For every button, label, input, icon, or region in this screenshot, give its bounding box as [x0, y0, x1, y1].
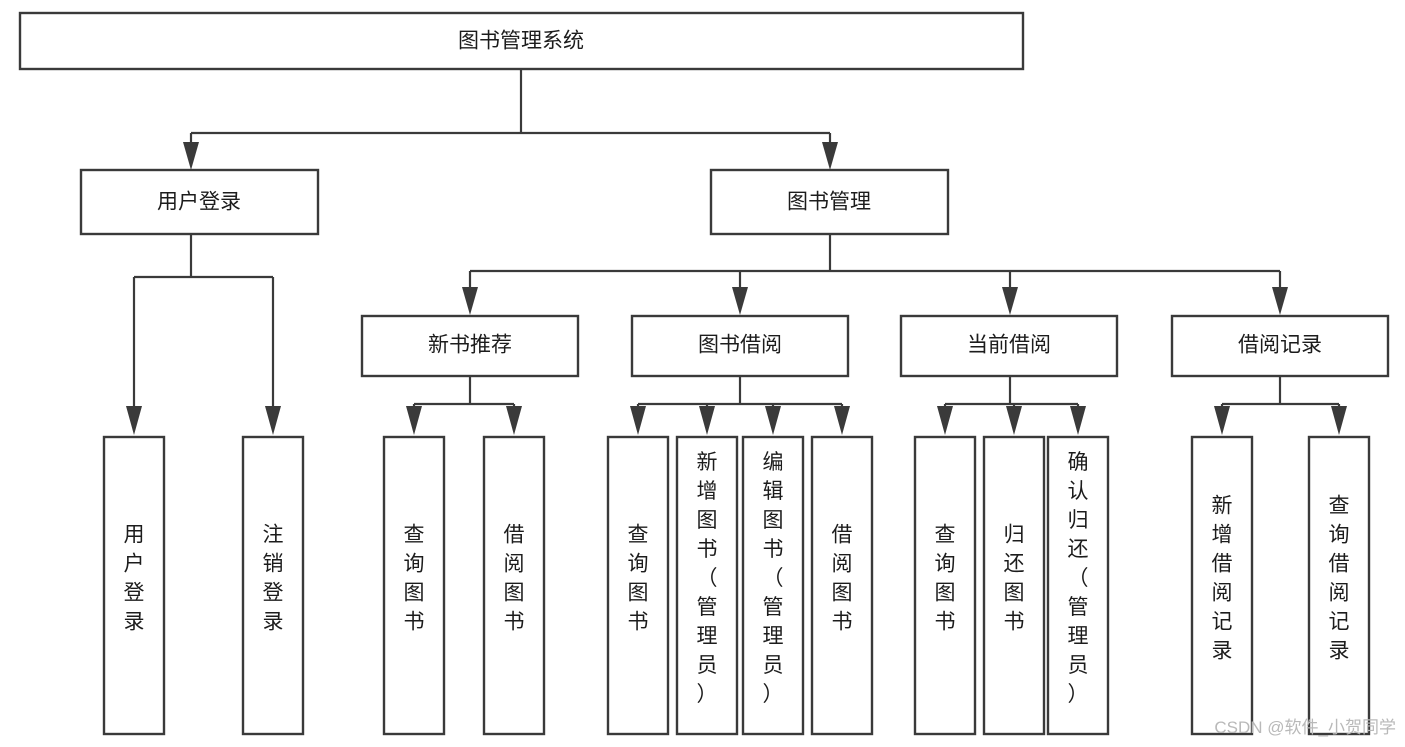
arrow-head-book-manage — [822, 142, 838, 170]
connector-layer — [126, 69, 1347, 435]
node-leaf-user-login-label: 用户登录 — [124, 524, 145, 634]
node-leaf-add-record-label: 新增借阅记录 — [1212, 495, 1233, 663]
arrow-head-borrow-record — [1272, 287, 1288, 315]
node-leaf-query-book-3-label: 查询图书 — [935, 524, 956, 634]
node-user-login-label: 用户登录 — [157, 191, 241, 214]
node-leaf-return-book-label: 归还图书 — [1004, 524, 1025, 634]
node-leaf-add-book-label: 新增图书（管理员） — [697, 451, 718, 706]
node-leaf-borrow-book-2-label: 借阅图书 — [832, 524, 853, 634]
node-leaf-edit-book-box[interactable] — [741, 435, 805, 736]
arrow-head-leaf-query-book-2 — [630, 406, 646, 435]
node-leaf-user-logout-label: 注销登录 — [263, 524, 284, 634]
node-leaf-confirm-return[interactable]: 确认归还（管理员） — [1046, 435, 1110, 736]
arrow-head-leaf-borrow-book-1 — [506, 406, 522, 435]
node-new-book-rec-box[interactable] — [360, 314, 580, 378]
node-leaf-query-book-2-label: 查询图书 — [628, 524, 649, 634]
node-root-box[interactable] — [18, 11, 1025, 71]
node-root-label: 图书管理系统 — [458, 30, 584, 53]
node-borrow-record-box[interactable] — [1170, 314, 1390, 378]
node-leaf-add-record-box[interactable] — [1190, 435, 1254, 736]
node-leaf-user-login-box[interactable] — [102, 435, 166, 736]
arrow-head-leaf-edit-book — [765, 406, 781, 435]
arrow-head-leaf-borrow-book-2 — [834, 406, 850, 435]
node-root[interactable]: 图书管理系统 — [18, 11, 1025, 71]
node-leaf-query-book-2[interactable]: 查询图书 — [606, 435, 670, 736]
node-leaf-user-logout-box[interactable] — [241, 435, 305, 736]
node-leaf-borrow-book-1[interactable]: 借阅图书 — [482, 435, 546, 736]
node-leaf-query-book-1-label: 查询图书 — [404, 524, 425, 634]
arrow-head-leaf-user-logout — [265, 406, 281, 435]
node-leaf-edit-book-label: 编辑图书（管理员） — [763, 451, 784, 706]
node-leaf-edit-book[interactable]: 编辑图书（管理员） — [741, 435, 805, 736]
csdn-watermark: CSDN @软件_小贺同学 — [1214, 718, 1396, 737]
arrow-head-leaf-query-book-1 — [406, 406, 422, 435]
node-leaf-query-book-1[interactable]: 查询图书 — [382, 435, 446, 736]
node-new-book-rec-label: 新书推荐 — [428, 334, 512, 357]
node-leaf-confirm-return-label: 确认归还（管理员） — [1068, 451, 1089, 706]
node-leaf-return-book[interactable]: 归还图书 — [982, 435, 1046, 736]
node-book-borrow-label: 图书借阅 — [698, 334, 782, 357]
node-leaf-query-book-3[interactable]: 查询图书 — [913, 435, 977, 736]
node-leaf-query-record-box[interactable] — [1307, 435, 1371, 736]
node-borrow-record-label: 借阅记录 — [1238, 334, 1322, 357]
node-leaf-borrow-book-1-box[interactable] — [482, 435, 546, 736]
node-current-borrow[interactable]: 当前借阅 — [899, 314, 1119, 378]
node-leaf-query-book-2-box[interactable] — [606, 435, 670, 736]
node-book-manage-label: 图书管理 — [787, 191, 871, 214]
arrow-head-leaf-add-record — [1214, 406, 1230, 435]
node-new-book-rec[interactable]: 新书推荐 — [360, 314, 580, 378]
node-book-manage[interactable]: 图书管理 — [709, 168, 950, 236]
node-current-borrow-label: 当前借阅 — [967, 334, 1051, 357]
node-book-borrow-box[interactable] — [630, 314, 850, 378]
node-leaf-user-logout[interactable]: 注销登录 — [241, 435, 305, 736]
node-leaf-borrow-book-1-label: 借阅图书 — [504, 524, 525, 634]
arrow-head-new-book-rec — [462, 287, 478, 315]
node-leaf-add-book-box[interactable] — [675, 435, 739, 736]
node-leaf-add-book[interactable]: 新增图书（管理员） — [675, 435, 739, 736]
node-leaf-add-record[interactable]: 新增借阅记录 — [1190, 435, 1254, 736]
arrow-head-leaf-user-login — [126, 406, 142, 435]
node-leaf-confirm-return-box[interactable] — [1046, 435, 1110, 736]
arrow-head-leaf-query-book-3 — [937, 406, 953, 435]
node-current-borrow-box[interactable] — [899, 314, 1119, 378]
node-leaf-query-record[interactable]: 查询借阅记录 — [1307, 435, 1371, 736]
node-leaf-user-login[interactable]: 用户登录 — [102, 435, 166, 736]
node-user-login-box[interactable] — [79, 168, 320, 236]
node-user-login[interactable]: 用户登录 — [79, 168, 320, 236]
node-leaf-query-book-1-box[interactable] — [382, 435, 446, 736]
node-leaf-query-record-label: 查询借阅记录 — [1329, 495, 1350, 663]
node-borrow-record[interactable]: 借阅记录 — [1170, 314, 1390, 378]
arrow-head-book-borrow — [732, 287, 748, 315]
arrow-head-user-login — [183, 142, 199, 170]
node-leaf-return-book-box[interactable] — [982, 435, 1046, 736]
node-book-borrow[interactable]: 图书借阅 — [630, 314, 850, 378]
node-leaf-borrow-book-2-box[interactable] — [810, 435, 874, 736]
arrow-head-leaf-query-record — [1331, 406, 1347, 435]
arrow-head-leaf-return-book — [1006, 406, 1022, 435]
arrow-head-leaf-add-book — [699, 406, 715, 435]
node-leaf-borrow-book-2[interactable]: 借阅图书 — [810, 435, 874, 736]
node-leaf-query-book-3-box[interactable] — [913, 435, 977, 736]
node-book-manage-box[interactable] — [709, 168, 950, 236]
arrow-head-leaf-confirm-return — [1070, 406, 1086, 435]
arrow-head-current-borrow — [1002, 287, 1018, 315]
